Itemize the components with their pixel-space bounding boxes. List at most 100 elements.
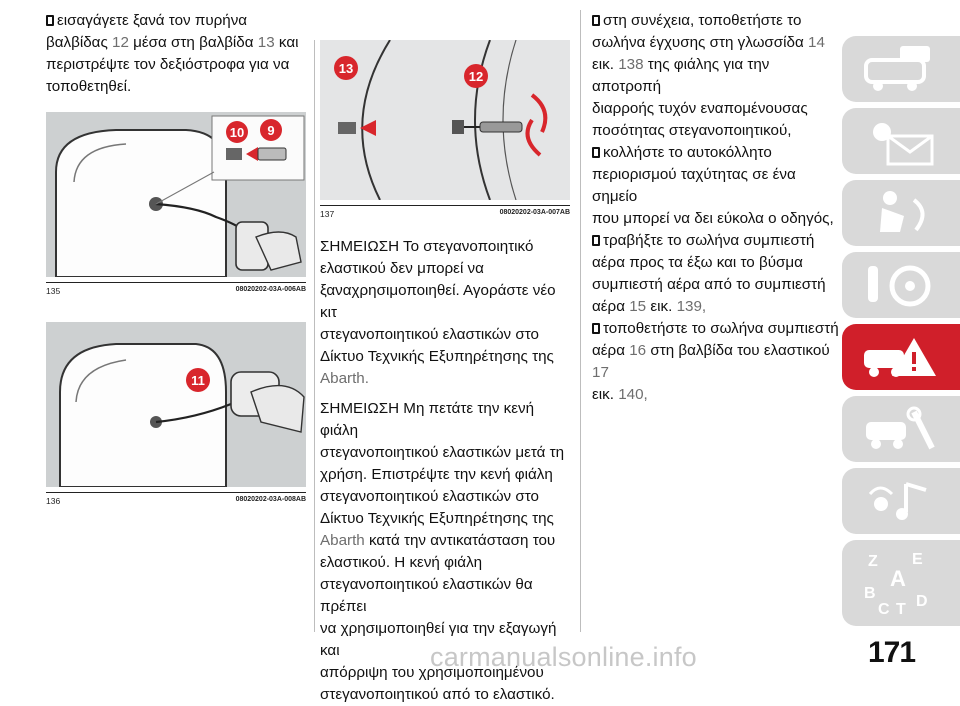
multimedia-icon: [868, 482, 927, 520]
index-letter: D: [916, 593, 928, 610]
index-letter: T: [896, 601, 906, 618]
text-line: κατά την αντικατάσταση του: [368, 532, 556, 549]
callout-13: [334, 56, 358, 80]
callout-11: [186, 368, 210, 392]
checkbox-bullet-icon: [46, 15, 54, 26]
sidebar-tab-seat-airbag[interactable]: [842, 180, 960, 246]
checkbox-bullet-icon: [592, 15, 600, 26]
figure-code: 08020202-03A-007AB: [499, 209, 570, 216]
callout-label: 9: [267, 123, 274, 138]
index-letter: B: [864, 585, 876, 602]
text-line: Abarth.: [320, 370, 369, 387]
text-line: περιορισμού ταχύτητας σε ένα σημείο: [592, 166, 796, 205]
text-line: συμπιεστή αέρα από το συμπιεστή: [592, 276, 826, 293]
reference-number: 12: [112, 34, 129, 51]
text-line: της φιάλης για την αποτροπή: [592, 56, 770, 95]
column-3: στη συνέχεια, τοποθετήστε το σωλήνα έγχυ…: [592, 10, 840, 406]
instruction-step: εισαγάγετε ξανά τον πυρήνα βαλβίδας 12 μ…: [46, 10, 302, 98]
callout-10: [226, 121, 248, 143]
text-line: χρήση. Επιστρέψτε την κενή φιάλη: [320, 466, 553, 483]
sidebar-tab-index[interactable]: Z E A B C T D: [842, 540, 960, 626]
watermark: carmanualsonline.info: [430, 642, 697, 672]
text-line: εικ.: [592, 386, 614, 403]
tyre-kit-bottle-illustration: 10 9: [46, 112, 306, 277]
text-line: στεγανοποιητικού ελαστικών στο: [320, 326, 539, 343]
text-line: στεγανοποιητικού ελαστικών μετά τη: [320, 444, 565, 461]
text-line: στη βαλβίδα του ελαστικού: [650, 342, 830, 359]
note-paragraph: ΣΗΜΕΙΩΣΗ Το στεγανοποιητικό ελαστικού δε…: [320, 236, 572, 390]
sidebar-tab-starting-driving[interactable]: [842, 252, 960, 318]
instruction-step: κολλήστε το αυτοκόλλητο περιορισμού ταχύ…: [592, 142, 840, 230]
callout-label: 11: [191, 373, 205, 388]
figure-number: 136: [46, 496, 61, 506]
reference-number: 17: [592, 364, 609, 381]
figure-code: 08020202-03A-006AB: [235, 286, 306, 293]
text-line: διαρροής τυχόν εναπομένουσας: [592, 100, 808, 117]
text-line: ΣΗΜΕΙΩΣΗ Το στεγανοποιητικό: [320, 238, 534, 255]
index-letter: C: [878, 601, 890, 618]
reference-number: 16: [629, 342, 647, 359]
figure-number: 135: [46, 286, 61, 296]
text-line: να χρησιμοποιηθεί για την εξαγωγή και: [320, 620, 557, 659]
text-line: εισαγάγετε ξανά τον πυρήνα: [57, 12, 248, 29]
column-divider: [314, 40, 315, 632]
column-1: εισαγάγετε ξανά τον πυρήνα βαλβίδας 12 μ…: [46, 10, 302, 98]
reference-number: 13: [257, 34, 275, 51]
figure-caption-135: 135 08020202-03A-006AB: [46, 282, 306, 298]
reference-number: 140,: [618, 386, 648, 403]
car-dashboard-icon: [864, 46, 930, 91]
sidebar-tab-multimedia[interactable]: [842, 468, 960, 534]
text-line: τοποθετήστε το σωλήνα συμπιεστή: [603, 320, 839, 337]
service-icon: [866, 406, 935, 450]
text-line: στεγανοποιητικού ελαστικών στο: [320, 488, 539, 505]
column-divider: [580, 10, 581, 632]
index-letter: E: [912, 551, 923, 568]
text-line: και: [278, 34, 299, 51]
sidebar-tab-service[interactable]: [842, 396, 960, 462]
checkbox-bullet-icon: [592, 323, 600, 334]
text-line: ελαστικού δεν μπορεί να: [320, 260, 484, 277]
text-line: τραβήξτε το σωλήνα συμπιεστή: [603, 232, 815, 249]
text-line: Δίκτυο Τεχνικής Εξυπηρέτησης της: [320, 348, 554, 365]
index-icon: Z E A B C T D: [864, 551, 928, 618]
callout-12: [464, 64, 488, 88]
reference-number: 15: [629, 298, 647, 315]
text-line: ξαναχρησιμοποιηθεί. Αγοράστε νέο κιτ: [320, 282, 556, 321]
figure-number: 137: [320, 209, 335, 219]
checkbox-bullet-icon: [592, 147, 600, 158]
reference-number: 138: [618, 56, 644, 73]
text-line: αέρα προς τα έξω και το βύσμα: [592, 254, 803, 271]
starting-driving-icon: [868, 265, 931, 307]
text-line: ποσότητας στεγανοποιητικού,: [592, 122, 792, 139]
page-number: 171: [868, 636, 916, 669]
sidebar-tab-warning-lights[interactable]: [842, 108, 960, 174]
sidebar-tab-car-dashboard[interactable]: [842, 36, 960, 102]
text-line: Abarth: [320, 532, 365, 549]
text-line: στεγανοποιητικού ελαστικών θα πρέπει: [320, 576, 533, 615]
column-2: ΣΗΜΕΙΩΣΗ Το στεγανοποιητικό ελαστικού δε…: [320, 236, 572, 706]
text-line: τοποθετηθεί.: [46, 78, 132, 95]
text-line: που μπορεί να δει εύκολα ο οδηγός,: [592, 210, 834, 227]
callout-label: 13: [339, 61, 353, 76]
text-line: ΣΗΜΕΙΩΣΗ Μη πετάτε την κενή φιάλη: [320, 400, 535, 439]
note-paragraph: ΣΗΜΕΙΩΣΗ Μη πετάτε την κενή φιάλη στεγαν…: [320, 398, 572, 706]
callout-9: [260, 119, 282, 141]
figure-135-illustration: 10 9: [46, 112, 306, 277]
callout-label: 12: [469, 69, 483, 84]
figure-136-illustration: 11: [46, 322, 306, 487]
figure-code: 08020202-03A-008AB: [235, 496, 306, 503]
text-line: εικ.: [650, 298, 673, 315]
instruction-step: τραβήξτε το σωλήνα συμπιεστή αέρα προς τ…: [592, 230, 840, 318]
seat-airbag-icon: [880, 191, 925, 232]
emergency-icon: [864, 338, 936, 377]
text-line: απόρριψη του χρησιμοποιημένου: [320, 664, 544, 681]
index-letter: Z: [868, 553, 878, 570]
text-line: βαλβίδας: [46, 34, 108, 51]
sidebar-tab-emergency[interactable]: [842, 324, 960, 390]
reference-number: 14: [808, 34, 825, 51]
text-line: κολλήστε το αυτοκόλλητο: [603, 144, 772, 161]
instruction-step: τοποθετήστε το σωλήνα συμπιεστή αέρα 16 …: [592, 318, 840, 406]
valve-core-illustration: 13 12: [320, 40, 570, 200]
text-line: στη συνέχεια, τοποθετήστε το: [603, 12, 802, 29]
text-line: σωλήνα έγχυσης στη γλωσσίδα: [592, 34, 804, 51]
